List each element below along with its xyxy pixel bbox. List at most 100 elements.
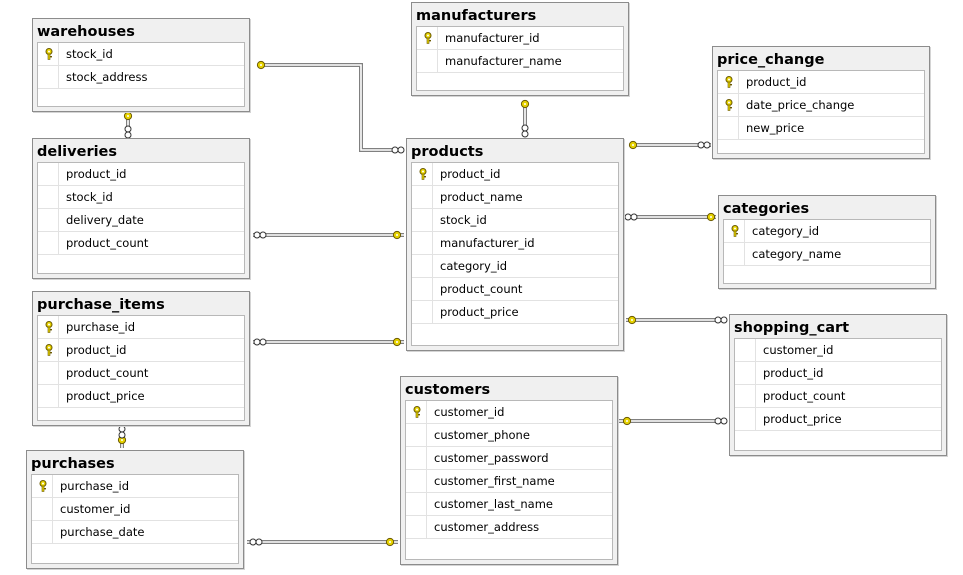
- key-icon: [385, 537, 395, 547]
- infinity-icon: [624, 213, 638, 221]
- key-icon: [627, 315, 637, 325]
- column-row[interactable]: product_count: [735, 385, 941, 408]
- key-icon: [392, 230, 402, 240]
- key-cell: [417, 50, 438, 72]
- key-cell: [406, 470, 427, 492]
- column-row[interactable]: product_count: [412, 278, 618, 301]
- column-name: customer_first_name: [434, 474, 555, 488]
- column-row[interactable]: customer_phone: [406, 424, 612, 447]
- table-title: categories: [723, 201, 810, 217]
- column-row[interactable]: purchase_id: [38, 316, 244, 339]
- column-row[interactable]: stock_id: [38, 43, 244, 66]
- infinity-icon: [391, 146, 405, 154]
- column-row[interactable]: manufacturer_id: [417, 27, 623, 50]
- column-row[interactable]: manufacturer_id: [412, 232, 618, 255]
- column-name: customer_last_name: [434, 497, 554, 511]
- column-row[interactable]: product_id: [412, 163, 618, 186]
- column-row[interactable]: category_name: [724, 243, 930, 266]
- column-row[interactable]: date_price_change: [718, 94, 924, 117]
- column-grid: customer_id customer_phone customer_passwo…: [405, 400, 613, 560]
- column-name: manufacturer_id: [440, 236, 535, 250]
- column-row[interactable]: product_name: [412, 186, 618, 209]
- column-row[interactable]: customer_first_name: [406, 470, 612, 493]
- column-row[interactable]: purchase_id: [32, 475, 238, 498]
- column-row[interactable]: product_id: [38, 163, 244, 186]
- column-row[interactable]: product_price: [735, 408, 941, 431]
- key-cell: [406, 424, 427, 446]
- column-grid: product_id stock_id delivery_date product_c…: [37, 162, 245, 274]
- column-row[interactable]: product_id: [38, 339, 244, 362]
- key-icon: [392, 337, 402, 347]
- relationship-customers-purchases: [247, 537, 398, 547]
- column-row[interactable]: category_id: [724, 220, 930, 243]
- column-name: customer_address: [434, 520, 540, 534]
- column-grid: manufacturer_id manufacturer_name: [416, 26, 624, 91]
- primary-key-cell: [724, 220, 745, 242]
- infinity-icon: [118, 425, 126, 439]
- key-cell: [412, 232, 433, 254]
- key-icon: [622, 416, 632, 426]
- table-title: shopping_cart: [734, 320, 850, 336]
- column-name: delivery_date: [66, 213, 144, 227]
- key-icon: [256, 60, 266, 70]
- column-grid: purchase_id customer_id purchase_date: [31, 474, 239, 564]
- column-row[interactable]: stock_id: [412, 209, 618, 232]
- column-row[interactable]: customer_address: [406, 516, 612, 539]
- column-row[interactable]: stock_id: [38, 186, 244, 209]
- column-row[interactable]: customer_id: [406, 401, 612, 424]
- column-name: manufacturer_name: [445, 54, 562, 68]
- relationship-purchases-purchase_items: [117, 425, 127, 448]
- column-row[interactable]: product_id: [718, 71, 924, 94]
- key-icon: [520, 99, 530, 109]
- relationship-warehouses-deliveries: [123, 111, 133, 139]
- key-cell: [412, 209, 433, 231]
- relationship-manufacturers-products: [520, 99, 530, 138]
- relationship-products-deliveries: [253, 230, 404, 240]
- infinity-icon: [253, 338, 267, 346]
- column-row[interactable]: manufacturer_name: [417, 50, 623, 73]
- key-cell: [38, 232, 59, 254]
- table-title: manufacturers: [416, 8, 537, 24]
- column-row[interactable]: purchase_date: [32, 521, 238, 544]
- column-name: customer_id: [434, 405, 505, 419]
- key-cell: [412, 278, 433, 300]
- relationship-products-price_change: [628, 140, 711, 150]
- column-row[interactable]: stock_address: [38, 66, 244, 89]
- relationship-categories-products: [623, 212, 716, 222]
- column-row[interactable]: customer_last_name: [406, 493, 612, 516]
- column-row[interactable]: product_count: [38, 362, 244, 385]
- column-name: product_price: [66, 389, 145, 403]
- key-cell: [32, 521, 53, 543]
- column-row[interactable]: product_id: [735, 362, 941, 385]
- column-row[interactable]: product_price: [38, 385, 244, 408]
- column-row[interactable]: new_price: [718, 117, 924, 140]
- column-row[interactable]: customer_password: [406, 447, 612, 470]
- key-cell: [406, 447, 427, 469]
- column-row[interactable]: product_count: [38, 232, 244, 255]
- column-name: product_id: [763, 366, 824, 380]
- column-row[interactable]: customer_id: [735, 339, 941, 362]
- column-name: customer_id: [60, 502, 131, 516]
- column-name: stock_id: [66, 190, 113, 204]
- column-row[interactable]: category_id: [412, 255, 618, 278]
- key-cell: [724, 243, 745, 265]
- column-row[interactable]: customer_id: [32, 498, 238, 521]
- primary-key-cell: [32, 475, 53, 497]
- column-name: customer_password: [434, 451, 549, 465]
- key-cell: [32, 498, 53, 520]
- column-row[interactable]: product_price: [412, 301, 618, 324]
- table-title: purchase_items: [37, 297, 165, 313]
- column-row[interactable]: delivery_date: [38, 209, 244, 232]
